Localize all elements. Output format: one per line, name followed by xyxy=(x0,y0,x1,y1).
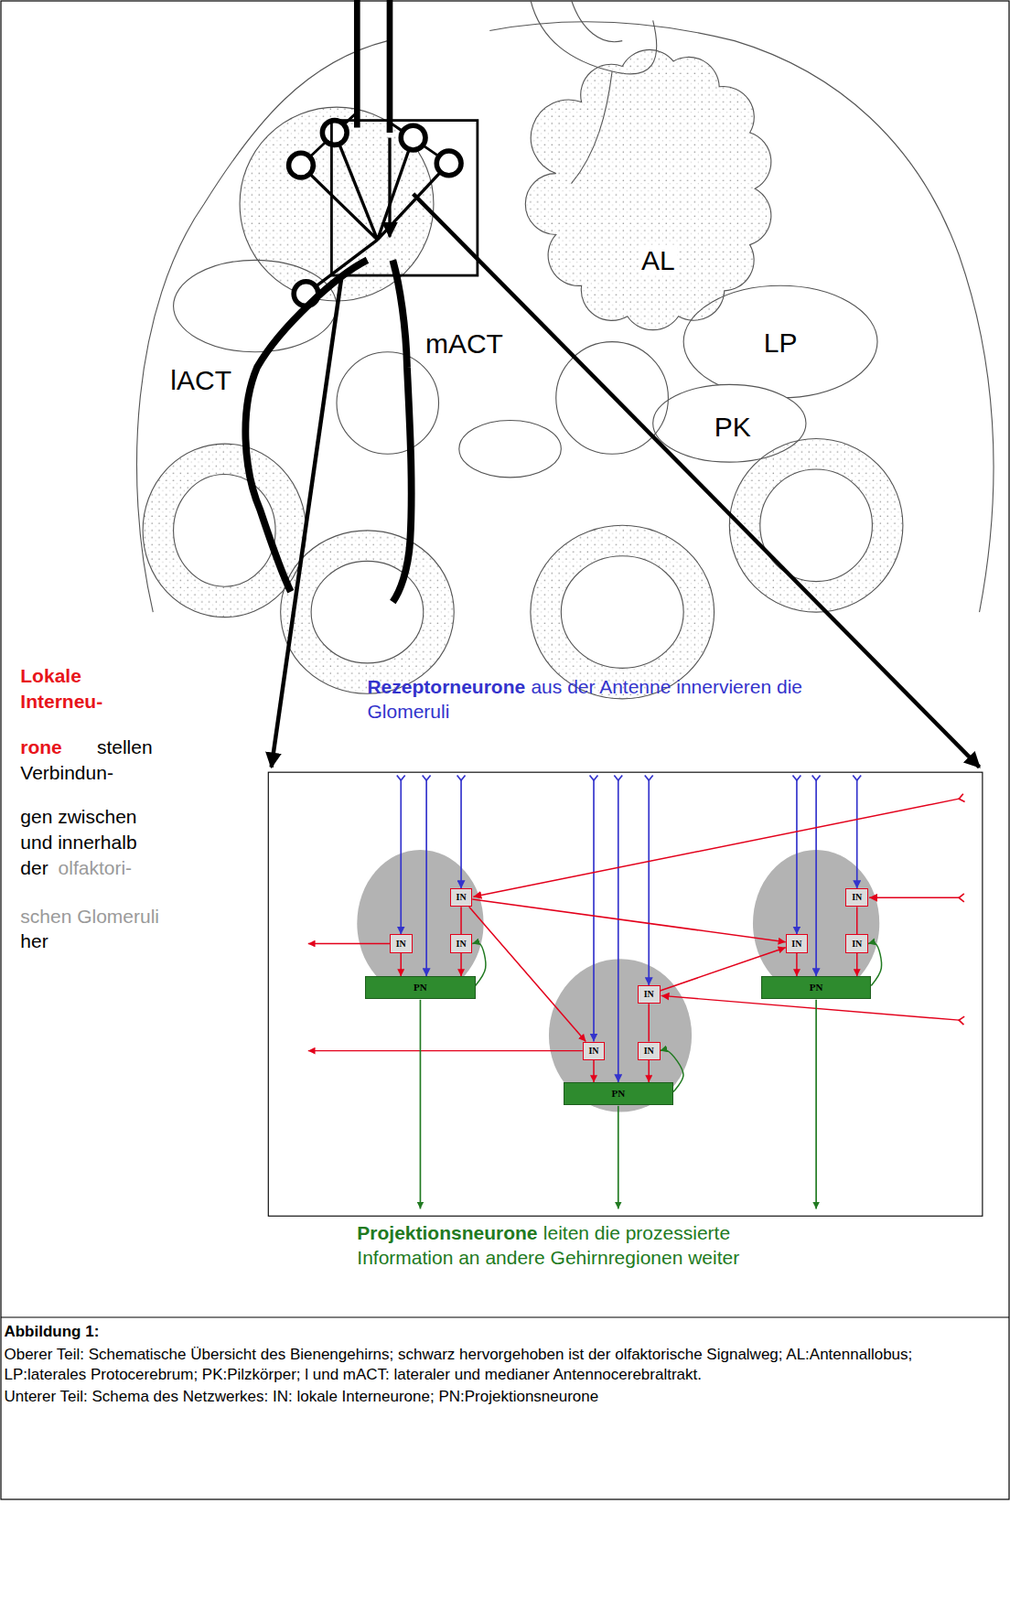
synapse-connector xyxy=(647,1060,650,1084)
node-label: PN xyxy=(413,982,428,993)
network-schema xyxy=(268,772,983,1216)
node-label: IN xyxy=(588,1046,599,1056)
olfactory-pathway xyxy=(245,0,979,768)
annotation-text: Rezeptorneurone xyxy=(366,676,526,698)
synapse-connector xyxy=(856,906,859,935)
node-label: IN xyxy=(851,892,862,903)
annotation-text: Interneu- xyxy=(20,690,103,712)
caption-text: Oberer Teil: Schematische Übersicht des … xyxy=(3,1344,999,1386)
interneuron-box: IN xyxy=(582,1042,606,1061)
interneuron-box: IN xyxy=(637,985,661,1004)
projection-neuron-box: PN xyxy=(761,976,871,1000)
synapse-connector xyxy=(469,906,587,1042)
synapse-connector xyxy=(460,953,463,978)
interneuron-box: IN xyxy=(450,888,473,907)
bee-brain xyxy=(136,0,994,1216)
annotation-text: olfaktori- xyxy=(58,857,133,879)
caption-divider xyxy=(0,1316,1010,1318)
caption-text: Unterer Teil: Schema des Netzwerkes: IN:… xyxy=(3,1386,999,1408)
node-label: IN xyxy=(644,1046,655,1056)
node-label: IN xyxy=(791,939,802,949)
synapse-connector xyxy=(460,906,463,935)
annotation-text: der xyxy=(20,857,48,879)
annotation-text: schen Glomeruli xyxy=(20,905,160,927)
node-label: IN xyxy=(455,939,466,949)
node-label: IN xyxy=(644,989,655,1000)
receptor-note: Rezeptorneuroneaus der Antenne innervier… xyxy=(366,675,806,725)
annotation-text: gen zwischen xyxy=(20,805,137,828)
interneuron-box: IN xyxy=(785,934,809,953)
annotation-text: her xyxy=(20,930,48,952)
annotation-text: Lokale xyxy=(20,665,82,687)
annotation-text: Verbindun- xyxy=(20,762,114,784)
region-label: AL xyxy=(638,245,678,276)
region-label: PK xyxy=(711,411,754,442)
interneuron-box: IN xyxy=(845,934,869,953)
node-label: PN xyxy=(611,1088,625,1099)
interneuron-box: IN xyxy=(450,934,473,953)
node-label: IN xyxy=(396,939,407,949)
caption-body: Oberer Teil: Schematische Übersicht des … xyxy=(3,1344,999,1409)
figure-frame xyxy=(0,0,1010,1500)
annotation-text: rone xyxy=(20,736,63,758)
region-label: mACT xyxy=(422,327,506,358)
region-label: lACT xyxy=(167,364,235,395)
region-label: LP xyxy=(761,326,801,357)
annotation-text: und innerhalb xyxy=(20,831,137,853)
interneuron-box: IN xyxy=(389,934,413,953)
synapse-connector xyxy=(647,1003,650,1042)
annotation-text: stellen xyxy=(96,736,153,758)
synapse-connector xyxy=(592,1060,595,1084)
node-label: PN xyxy=(809,982,824,993)
synapse-connector xyxy=(472,899,785,943)
figure-caption: Abbildung 1: xyxy=(3,1322,99,1342)
synapse-connector xyxy=(400,953,403,978)
synapse-connector xyxy=(856,953,859,978)
interneuron-box: IN xyxy=(845,888,869,907)
annotation-text: Projektionsneurone xyxy=(356,1222,538,1244)
projection-neuron-box: PN xyxy=(365,976,475,1000)
projection-note: Projektionsneuroneleiten die prozessiert… xyxy=(356,1221,806,1271)
projection-neuron-box: PN xyxy=(563,1082,674,1106)
interneuron-box: IN xyxy=(637,1042,661,1061)
node-label: IN xyxy=(851,939,862,949)
node-label: IN xyxy=(455,892,466,903)
synapse-connector xyxy=(795,953,798,978)
